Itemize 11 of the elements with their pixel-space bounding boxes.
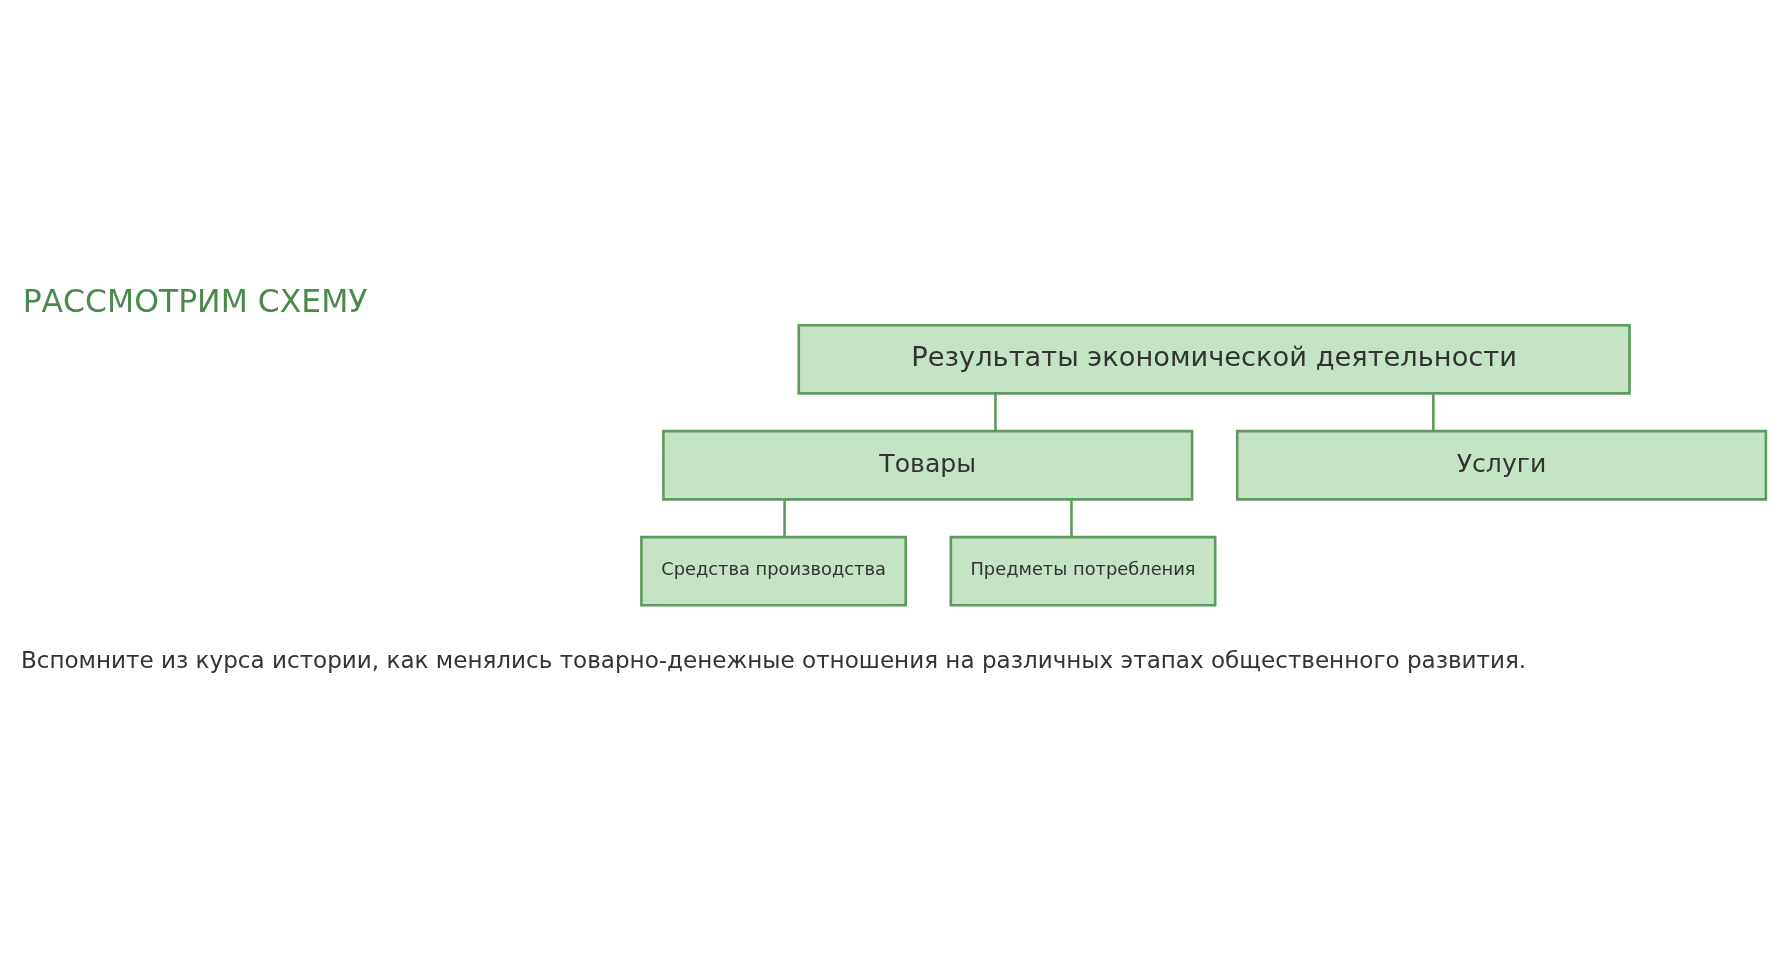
- connector: [994, 392, 997, 431]
- connector: [1432, 392, 1435, 431]
- node-box: Средства производства: [640, 535, 908, 607]
- caption: Вспомните из курса истории, как менялись товарно-денежные отношения на различных этапах общественного развития.: [20, 646, 1527, 673]
- node-box: Услуги: [1235, 429, 1768, 501]
- node-box: Предметы потребления: [949, 535, 1217, 607]
- connector: [783, 498, 786, 537]
- node-box: Результаты экономической деятельности: [797, 323, 1631, 395]
- node-box: Товары: [662, 429, 1194, 501]
- diagram-title: РАССМОТРИМ СХЕМУ: [22, 282, 368, 319]
- connector: [1070, 498, 1073, 537]
